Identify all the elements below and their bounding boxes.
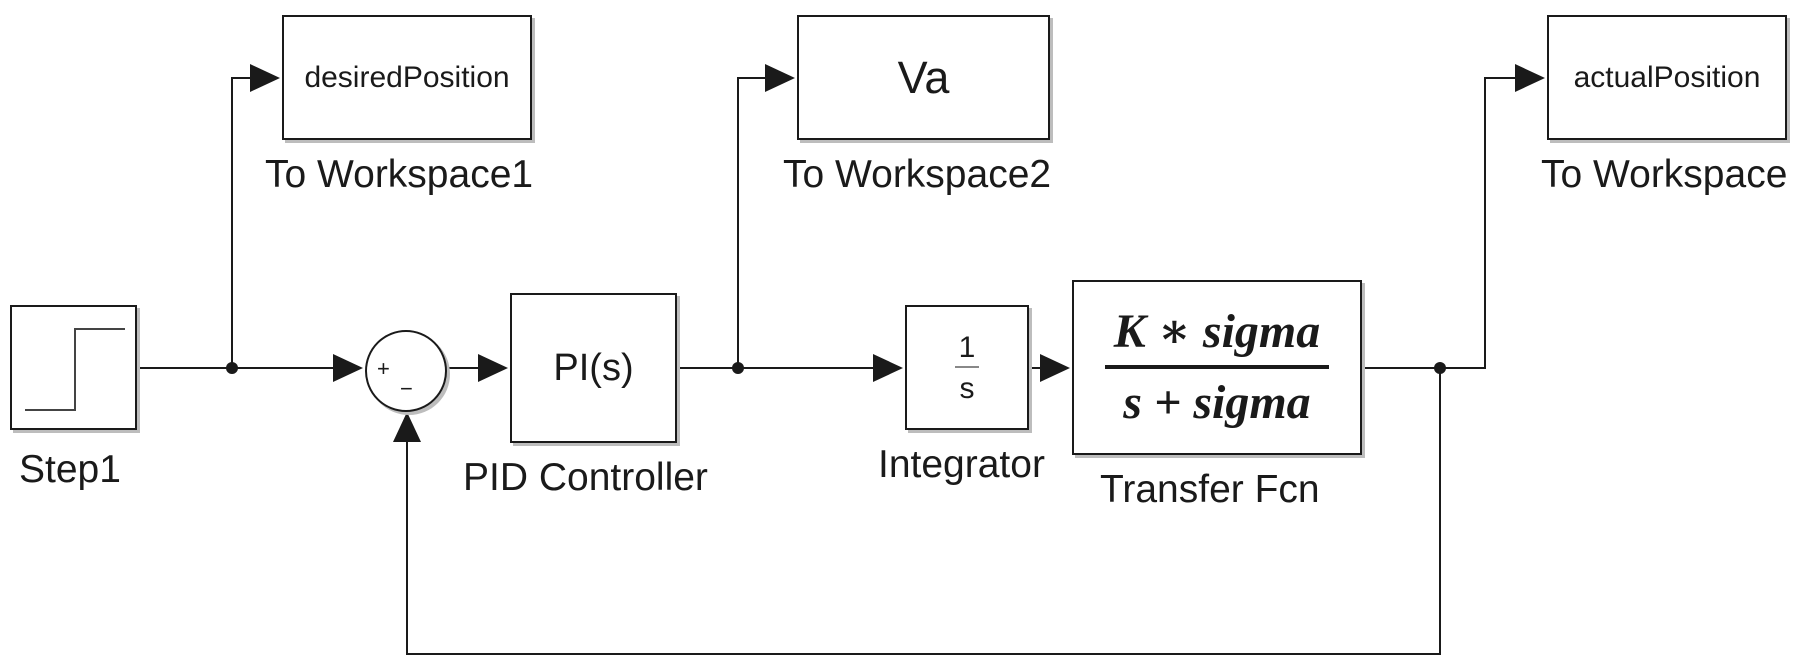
arrowhead-desired xyxy=(250,64,280,92)
arrowhead-tf-input xyxy=(1040,354,1070,382)
integrator-label: Integrator xyxy=(878,443,1045,486)
transfer-fcn-denominator: s + sigma xyxy=(1123,375,1311,429)
junction-dot-step xyxy=(226,362,238,374)
line-tf-output xyxy=(1362,77,1515,369)
integrator-denominator: s xyxy=(959,371,975,405)
to-workspace2-label: To Workspace2 xyxy=(783,153,1052,196)
to-workspace1-label: To Workspace1 xyxy=(265,153,534,196)
sum-minus-sign: − xyxy=(400,376,413,401)
to-workspace2-block[interactable]: Va xyxy=(797,15,1050,140)
integrator-numerator: 1 xyxy=(958,330,976,364)
transfer-fcn-fraction: K ∗ sigma s + sigma xyxy=(1105,304,1329,430)
integrator-fraction-bar xyxy=(955,365,979,368)
arrowhead-va xyxy=(765,64,795,92)
to-workspace-variable: actualPosition xyxy=(1573,60,1761,94)
arrowhead-pid-input xyxy=(478,354,508,382)
pid-controller-block[interactable]: PI(s) xyxy=(510,293,677,443)
line-branch-va xyxy=(737,77,765,368)
to-workspace-block[interactable]: actualPosition xyxy=(1547,15,1787,140)
transfer-fcn-label: Transfer Fcn xyxy=(1100,468,1320,511)
integrator-fraction: 1 s xyxy=(955,331,979,405)
to-workspace1-block[interactable]: desiredPosition xyxy=(282,15,532,140)
line-feedback xyxy=(406,368,1441,655)
line-branch-desired xyxy=(231,77,250,368)
to-workspace-label: To Workspace xyxy=(1541,153,1788,196)
step-icon xyxy=(25,328,125,411)
integrator-block[interactable]: 1 s xyxy=(905,305,1029,430)
sum-block[interactable]: + − xyxy=(365,330,447,412)
arrowhead-actual xyxy=(1515,64,1545,92)
pid-block-text: PI(s) xyxy=(553,346,634,389)
step-block-label: Step1 xyxy=(19,448,121,491)
arrowhead-sum-input xyxy=(333,354,363,382)
junction-dot-pid xyxy=(732,362,744,374)
transfer-fcn-fraction-bar xyxy=(1105,364,1329,369)
transfer-fcn-numerator: K ∗ sigma xyxy=(1113,304,1321,358)
arrowhead-integrator-input xyxy=(873,354,903,382)
arrowhead-sum-feedback xyxy=(393,412,421,442)
to-workspace2-variable: Va xyxy=(897,51,950,103)
step-block[interactable] xyxy=(10,305,137,430)
to-workspace1-variable: desiredPosition xyxy=(304,60,510,94)
transfer-fcn-block[interactable]: K ∗ sigma s + sigma xyxy=(1072,280,1362,455)
junction-dot-tf xyxy=(1434,362,1446,374)
pid-controller-label: PID Controller xyxy=(463,456,708,499)
sum-plus-sign: + xyxy=(377,356,390,381)
